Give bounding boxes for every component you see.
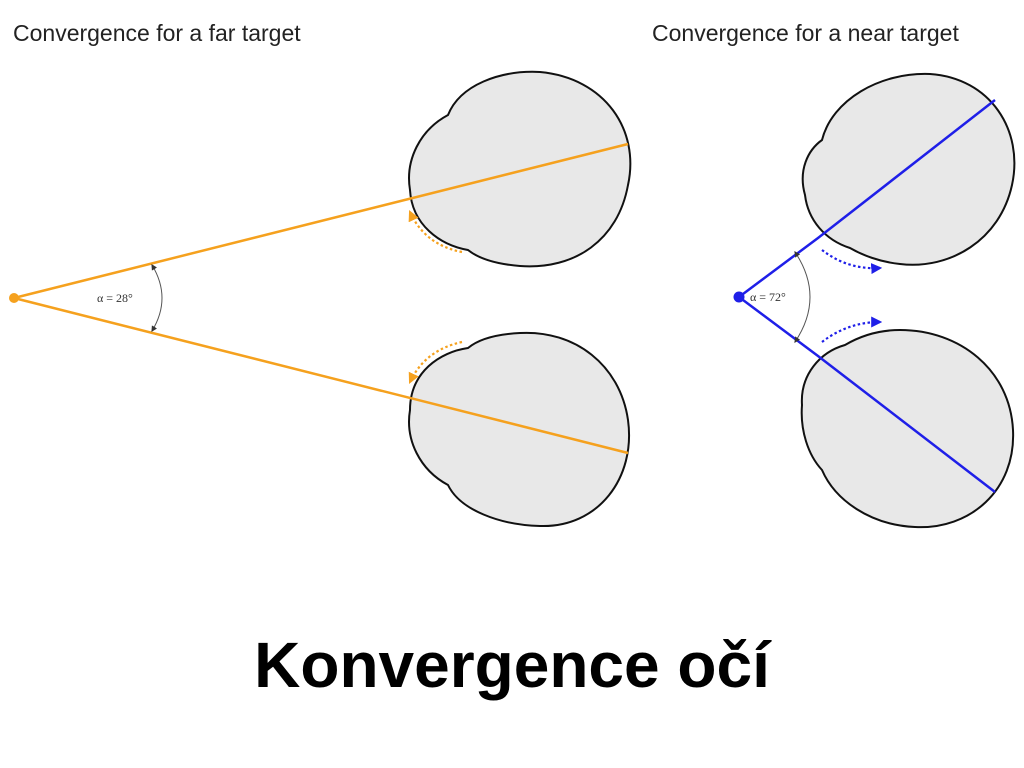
near-target-point — [733, 291, 745, 303]
near-upper-sight-line — [738, 99, 996, 299]
far-upper-eye — [408, 70, 632, 268]
near-lower-rotation-arrow — [821, 316, 883, 343]
far-lower-eye — [408, 331, 631, 528]
near-lower-sight-line — [738, 295, 996, 493]
near-target-panel: α = 72° — [733, 72, 1016, 529]
near-angle-arc — [794, 251, 811, 343]
near-lower-eye — [800, 328, 1015, 529]
far-target-point — [9, 293, 19, 303]
far-lower-rotation-arrow — [408, 340, 463, 384]
near-upper-eye — [801, 72, 1016, 266]
near-angle-label: α = 72° — [750, 290, 786, 304]
far-target-title: Convergence for a far target — [13, 20, 301, 46]
far-angle-label: α = 28° — [97, 291, 133, 305]
far-upper-rotation-arrow — [408, 209, 463, 254]
far-angle-arc — [151, 263, 163, 333]
far-upper-sight-line — [13, 142, 629, 300]
near-target-title: Convergence for a near target — [652, 20, 959, 46]
far-target-panel: α = 28° — [9, 70, 632, 528]
slide-title: Konvergence očí — [254, 629, 770, 701]
far-lower-sight-line — [13, 296, 629, 455]
near-upper-rotation-arrow — [821, 249, 883, 275]
convergence-diagram: α = 28° α = 72° — [9, 70, 1016, 529]
